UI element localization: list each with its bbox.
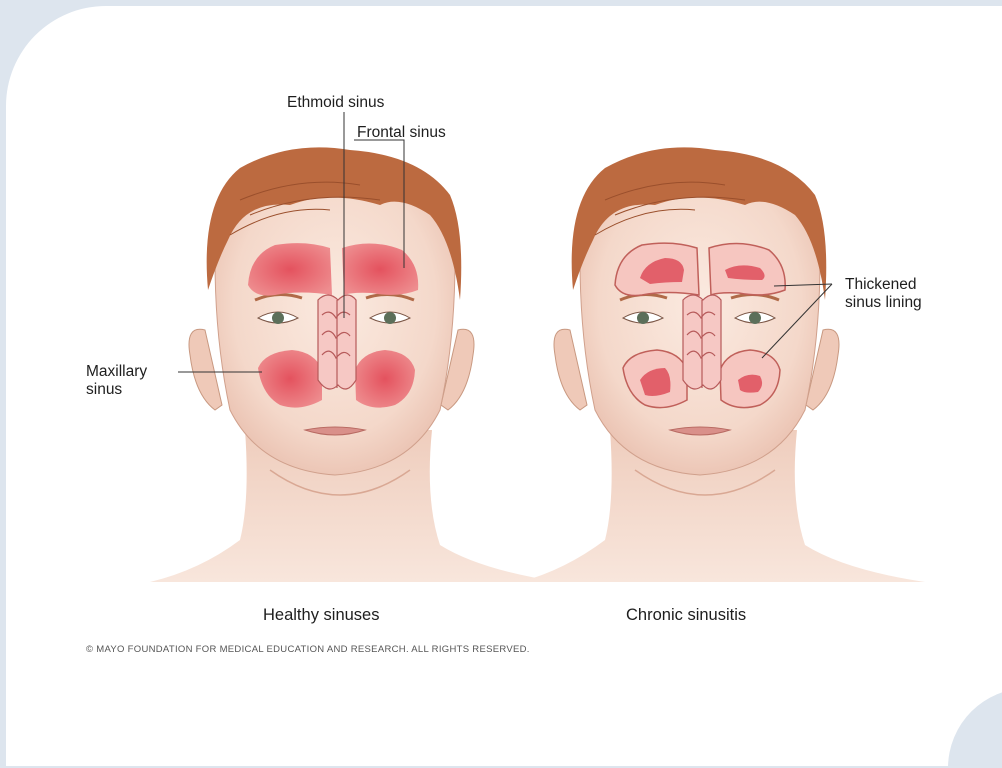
- chronic-head: [520, 147, 925, 582]
- thickened-lining-label-line1: Thickened: [845, 276, 917, 294]
- healthy-left-ear: [189, 329, 222, 410]
- healthy-sinuses-caption: Healthy sinuses: [263, 606, 379, 625]
- maxillary-sinus-label-line1: Maxillary: [86, 363, 147, 381]
- maxillary-sinus-label-line2: sinus: [86, 381, 122, 399]
- copyright-credit: © MAYO FOUNDATION FOR MEDICAL EDUCATION …: [86, 644, 530, 655]
- chronic-ethmoid-sinus: [683, 295, 721, 389]
- frontal-sinus-label: Frontal sinus: [357, 124, 446, 142]
- healthy-head: [150, 147, 560, 582]
- healthy-ethmoid-sinus: [318, 295, 356, 389]
- chronic-left-ear: [554, 329, 587, 410]
- thickened-lining-label-line2: sinus lining: [845, 294, 922, 312]
- sinus-illustration: [0, 0, 1002, 742]
- ethmoid-sinus-label: Ethmoid sinus: [287, 94, 384, 112]
- chronic-sinusitis-caption: Chronic sinusitis: [626, 606, 746, 625]
